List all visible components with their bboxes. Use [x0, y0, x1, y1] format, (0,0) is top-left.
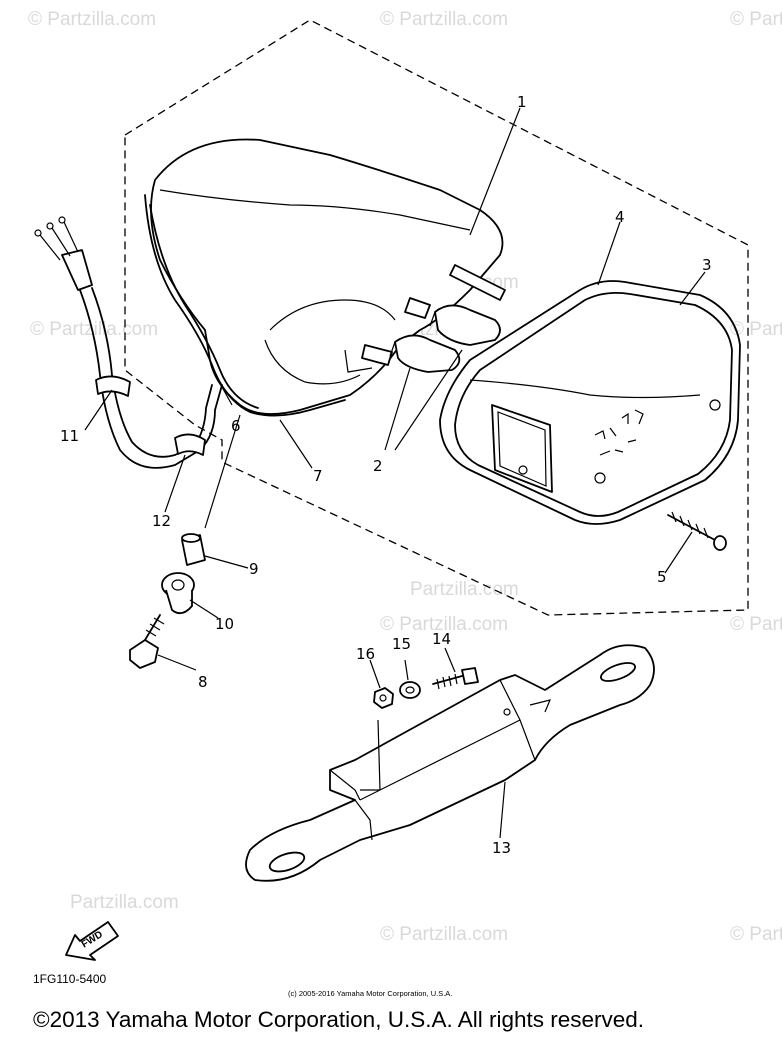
watermark: Partzilla.com — [70, 892, 179, 913]
watermark: © Partzilla.com — [380, 614, 508, 635]
license-bracket — [245, 644, 655, 882]
watermark: © Partzilla.com — [28, 9, 156, 30]
callout-3: 3 — [702, 256, 712, 274]
bracket-nut — [373, 687, 394, 709]
callout-4: 4 — [615, 208, 625, 226]
wire-harness — [34, 216, 223, 469]
callout-11: 11 — [60, 427, 79, 445]
watermark: © Partzilla.com — [730, 319, 782, 340]
watermark: © Partzilla.com — [380, 9, 508, 30]
bolt — [129, 614, 165, 669]
callout-16: 16 — [356, 645, 375, 663]
callout-10: 10 — [215, 615, 234, 633]
small-copyright: (c) 2005-2016 Yamaha Motor Corporation, … — [288, 989, 452, 998]
taillight-base — [144, 138, 506, 417]
watermark: © Partzilla.com — [730, 9, 782, 30]
callout-9: 9 — [249, 560, 259, 578]
watermark: © Partzilla.com — [380, 924, 508, 945]
callout-15: 15 — [392, 635, 411, 653]
bracket-bolt — [432, 667, 479, 690]
watermark: © Partzilla.com — [30, 319, 158, 340]
bulb — [429, 304, 501, 346]
callout-8: 8 — [198, 673, 208, 691]
callout-7: 7 — [313, 467, 323, 485]
callout-5: 5 — [657, 568, 667, 586]
watermark-layer: © Partzilla.com © Partzilla.com © Partzi… — [28, 9, 782, 945]
watermark: Partzilla.com — [410, 579, 519, 600]
washer — [399, 681, 421, 699]
lens-gasket — [439, 280, 741, 525]
callout-14: 14 — [432, 630, 451, 648]
diagram-code: 1FG110-5400 — [33, 972, 106, 986]
lens-markings — [594, 409, 644, 456]
assembly-boundary — [124, 19, 749, 616]
lens-screw — [667, 511, 727, 551]
callout-6: 6 — [231, 417, 241, 435]
fwd-arrow-icon: FWD — [65, 921, 119, 961]
leader-lines — [84, 107, 706, 839]
callout-labels: 1 2 3 4 5 6 7 8 9 10 11 12 13 14 15 16 — [60, 93, 712, 857]
nut — [161, 572, 195, 615]
callout-13: 13 — [492, 839, 511, 857]
bulb — [389, 334, 461, 373]
watermark: © Partzilla.com — [730, 924, 782, 945]
watermark: © Partzilla.com — [730, 614, 782, 635]
footer-copyright: ©2013 Yamaha Motor Corporation, U.S.A. A… — [33, 1007, 644, 1032]
callout-1: 1 — [517, 93, 527, 111]
collar — [181, 533, 206, 566]
callout-12: 12 — [152, 512, 171, 530]
callout-2: 2 — [373, 457, 383, 475]
